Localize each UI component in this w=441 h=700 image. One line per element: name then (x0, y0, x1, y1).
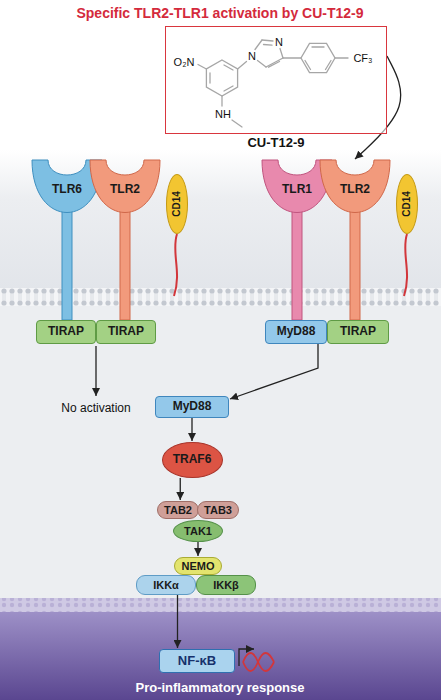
receptor-ectodomain (320, 160, 390, 213)
nuclear-envelope-lipids (0, 598, 441, 612)
receptor-tlr2: TLR2 (320, 160, 390, 320)
node-label: TLR1 (262, 183, 332, 197)
signaling-protein: TRAF6 (162, 442, 223, 478)
cd14-protein: CD14 (166, 174, 188, 234)
node-label: TIRAP (48, 325, 84, 339)
signaling-protein: TAB3 (197, 501, 239, 519)
signaling-protein: TAB2 (157, 501, 199, 519)
adaptor-box: MyD88 (155, 396, 229, 418)
receptor-stalk (350, 204, 360, 320)
node-label: TIRAP (340, 325, 376, 339)
cd14-protein: CD14 (396, 174, 418, 234)
atom-label: NH (215, 108, 231, 121)
receptor-stalk (120, 204, 130, 320)
node-label: IKKα (153, 579, 179, 592)
dna-strand (243, 653, 274, 671)
receptor-ectodomain (90, 160, 160, 213)
kinase-subunit: IKKα (136, 575, 196, 595)
pathway-arrow (191, 418, 192, 441)
pathway-arrow (180, 478, 181, 500)
signaling-protein: NEMO (174, 557, 222, 575)
gpi-anchor (404, 234, 407, 296)
cytoplasm (0, 306, 441, 598)
nucleus (0, 612, 441, 700)
node-label: TIRAP (108, 325, 144, 339)
node-label: CD14 (401, 191, 413, 217)
adaptor-box: TIRAP (327, 320, 389, 344)
node-label: TLR2 (320, 183, 390, 197)
outcome-label: No activation (61, 402, 130, 416)
adaptor-box: TIRAP (36, 320, 96, 344)
receptor-tlr2: TLR2 (90, 160, 160, 320)
receptor-tlr1: TLR1 (262, 160, 332, 320)
node-label: TLR2 (90, 183, 160, 197)
node-label: MyD88 (277, 325, 316, 339)
pathway-arrow (230, 344, 318, 399)
adaptor-box: TIRAP (96, 320, 156, 344)
pathway-arrow (177, 595, 178, 648)
node-label: TAB3 (204, 504, 232, 517)
outcome-label: Pro-inflammatory response (135, 681, 304, 696)
node-label: CD14 (171, 191, 183, 217)
node-label: MyD88 (173, 400, 212, 414)
node-label: IKKβ (213, 579, 239, 592)
kinase-subunit: IKKβ (196, 575, 256, 595)
transcription-factor: NF-κB (159, 649, 235, 673)
pathway-arrow (197, 542, 198, 556)
atom-label: N (275, 36, 283, 49)
pathway-arrow (95, 346, 96, 396)
receptor-tlr6: TLR6 (32, 160, 102, 320)
diagram-title: Specific TLR2-TLR1 activation by CU-T12-… (76, 5, 363, 21)
node-label: TRAF6 (173, 453, 212, 467)
nuclear-envelope (0, 598, 441, 612)
transcription-arrow (239, 649, 254, 666)
atom-label: O₂N (174, 56, 195, 69)
node-label: NEMO (182, 560, 215, 573)
node-label: NF-κB (178, 654, 216, 669)
atom-label: CF₃ (353, 52, 372, 65)
node-label: TLR6 (32, 183, 102, 197)
node-label: CU-T12-9 (166, 136, 386, 151)
receptor-stalk (292, 204, 302, 320)
atom-label: N (248, 50, 256, 63)
signaling-protein: TAK1 (173, 520, 223, 542)
dna-strand (243, 653, 274, 671)
receptor-stalk (62, 204, 72, 320)
node-label: TAB2 (164, 504, 192, 517)
gpi-anchor (174, 234, 177, 296)
node-label: TAK1 (184, 525, 212, 538)
adaptor-box: MyD88 (265, 320, 327, 344)
